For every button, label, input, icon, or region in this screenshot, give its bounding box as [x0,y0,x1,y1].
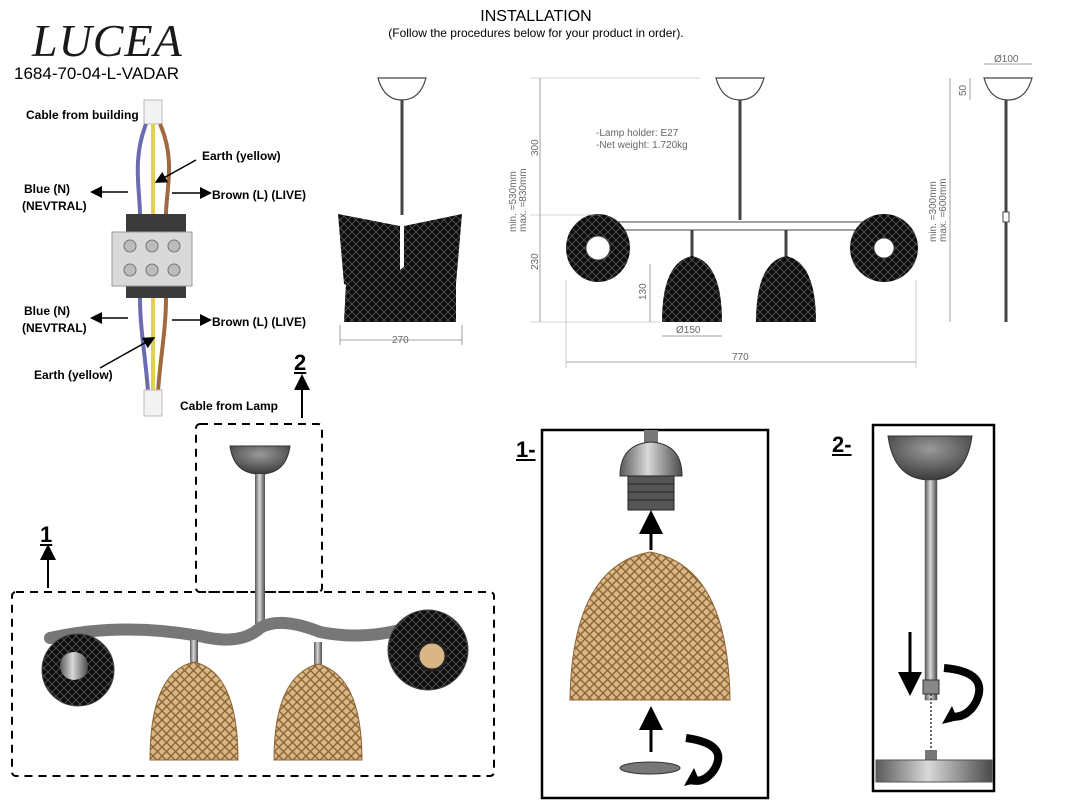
title-text: INSTALLATION [480,8,592,25]
dim-130: 130 [638,283,649,300]
dim-230: 230 [530,253,541,270]
model-number: 1684-70-04-L-VADAR [14,64,180,83]
brand-logo: LUCEA [32,15,183,66]
drawing-side-view: 270 [338,77,463,346]
page-title: INSTALLATION [0,8,1080,26]
label-blue-bottom-1: Blue (N) [24,304,70,318]
range-min-2: min. =300mm [928,181,939,242]
range-max-2: max. =600mm [938,178,949,242]
callout-step-2: 2 [294,350,307,375]
range-max-1: max. =830mm [518,168,529,232]
label-cable-from-building: Cable from building [26,108,139,122]
panel-label-2: 2- [832,432,852,457]
panel-label-1: 1- [516,437,536,462]
drawing-profile-view: Ø100 50 min. =300mm max. =600mm [928,54,1033,322]
range-min-1: min. =530mm [508,171,519,232]
label-blue-top-1: Blue (N) [24,182,70,196]
dim-150: Ø150 [676,325,701,336]
page-subtitle: (Follow the procedures below for your pr… [0,26,1080,40]
spec-lamp-holder: -Lamp holder: E27 [596,128,679,139]
label-earth-top: Earth (yellow) [202,149,281,163]
dim-770: 770 [732,352,749,363]
wiring-diagram [90,99,212,417]
label-blue-top-2: (NEVTRAL) [22,199,87,213]
dim-100: Ø100 [994,54,1019,65]
dim-50: 50 [958,84,969,96]
label-earth-bottom: Earth (yellow) [34,368,113,382]
label-brown-top: Brown (L) (LIVE) [212,188,306,202]
label-blue-bottom-2: (NEVTRAL) [22,321,87,335]
dim-270: 270 [392,335,409,346]
spec-net-weight: -Net weight: 1.720kg [596,140,688,151]
label-cable-from-lamp: Cable from Lamp [180,399,279,413]
label-brown-bottom: Brown (L) (LIVE) [212,315,306,329]
subtitle-text: (Follow the procedures below for your pr… [388,26,684,40]
drawing-front-view: Ø150 770 300 230 130 min. =530mm max. =8… [508,77,918,368]
callout-step-1: 1 [40,522,53,547]
step-2-panel [871,423,996,793]
dim-300: 300 [530,139,541,156]
lamp-render [11,374,495,777]
step-1-panel [540,428,770,800]
